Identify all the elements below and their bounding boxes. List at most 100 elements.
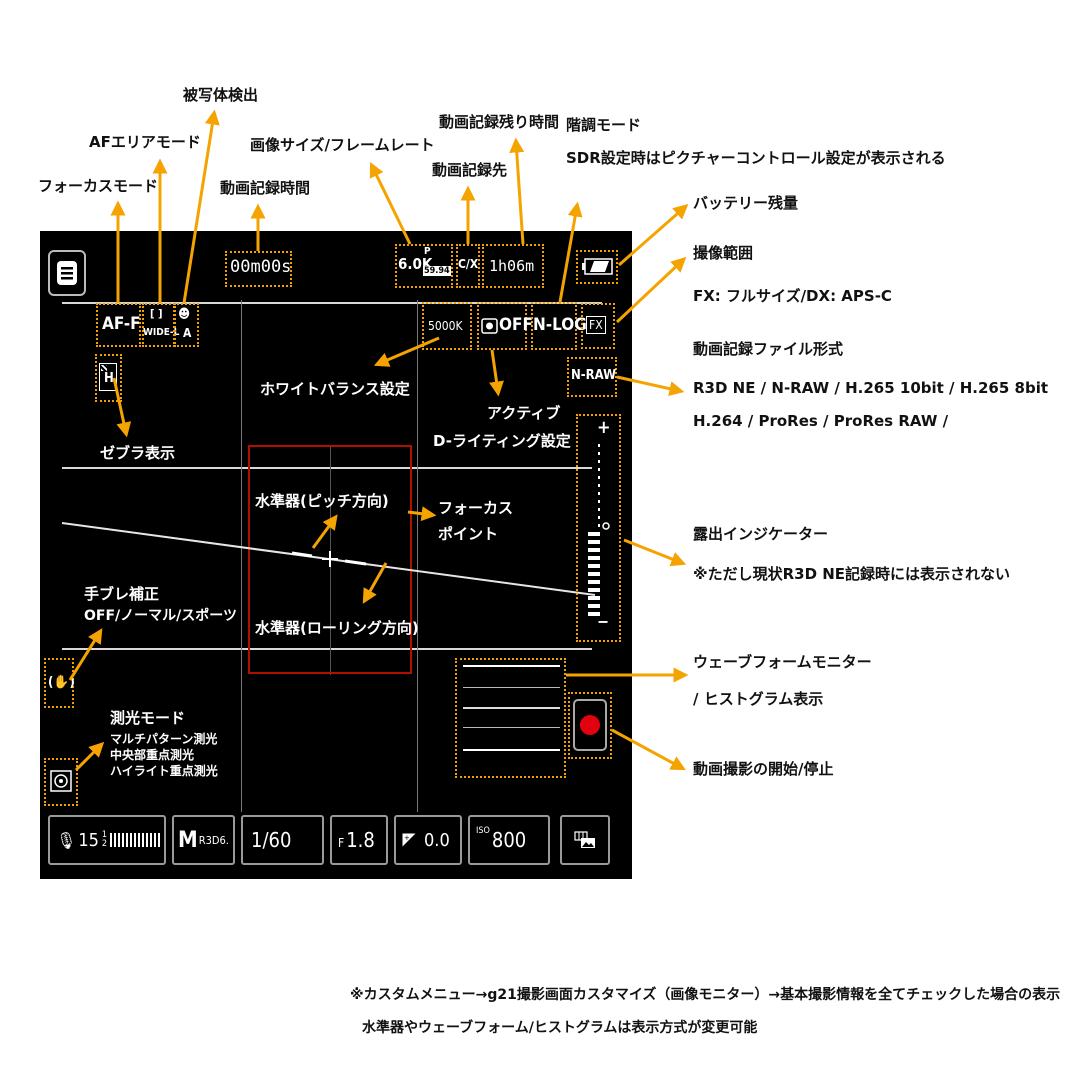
frame-rate-p: P [424,246,431,257]
waveform-box [455,658,566,778]
exposure-tick [588,540,600,544]
label-file-format-title: 動画記録ファイル形式 [693,340,844,358]
mic-fraction-top: 1 [101,830,108,840]
label-waveform-line1: ウェーブフォームモニター [693,653,872,671]
iso-value: 800 [491,828,527,852]
label-waveform-line2: / ヒストグラム表示 [693,690,824,708]
exposure-comp-button[interactable]: + 0.0 [394,815,462,865]
exposure-tick [598,476,600,479]
label-af-area: AFエリアモード [89,133,201,151]
shooting-mode-sub: R3D6. [198,833,229,847]
mic-level-meter [110,833,161,847]
zebra-label: H [104,371,114,386]
label-roll: 水準器(ローリング方向) [255,619,419,637]
metering-icon [50,770,72,792]
level-pitch-mark-right [344,559,367,566]
exposure-indicator-box [576,414,621,642]
exposure-tick [598,500,600,503]
shutter-speed-button[interactable]: 1/60 [241,815,324,865]
label-rec-start-stop: 動画撮影の開始/停止 [693,760,834,778]
ev-icon: + [402,833,416,847]
label-pitch: 水準器(ピッチ方向) [255,492,389,510]
label-file-format-line2: H.264 / ProRes / ProRes RAW / [693,412,949,430]
subject-detect-icon: ☻ [178,307,191,322]
exposure-tick [588,580,600,584]
remaining-time-value: 1h06m [489,257,535,275]
rec-time-value: 00m00s [230,257,292,277]
shooting-mode-button[interactable]: M R3D6. [172,815,235,865]
menu-button[interactable] [48,250,86,296]
active-d-value: OFF [499,315,533,335]
grid-line-right [417,300,418,812]
metering-box [44,758,78,806]
level-pitch-mark-left [291,551,313,558]
label-exposure-note: ※ただし現状R3D NE記録時には表示されない [693,565,1011,583]
label-metering-3: ハイライト重点測光 [110,764,218,778]
frame-rate-value: 59.94 [423,266,451,276]
label-focus-mode: フォーカスモード [38,177,159,195]
label-metering-2: 中央部重点測光 [110,748,195,762]
remaining-time-box [482,244,544,288]
microphone-icon: 🎙 [56,830,77,850]
label-white-balance: ホワイトバランス設定 [260,380,410,398]
record-button[interactable] [573,699,607,751]
subject-detect-box [174,303,199,347]
exposure-zero-marker [602,522,610,530]
svg-text:+: + [404,834,410,842]
display-mode-icon [574,831,595,848]
label-vr-1: 手ブレ補正 [84,585,160,603]
exposure-tick [598,452,600,455]
camera-monitor-screen [40,231,632,879]
display-mode-button[interactable] [560,815,610,865]
image-area-value: FX [586,316,606,334]
card-value: C/X [458,257,479,271]
label-destination: 動画記録先 [432,161,508,179]
file-format-box [567,357,617,397]
active-d-box [477,302,527,350]
iso-button[interactable]: ISO 800 [468,815,550,865]
mic-level-value: 15 [78,829,99,851]
exposure-tick [598,516,600,519]
label-subject-detect: 被写体検出 [183,86,259,104]
focus-mode-box [96,303,141,347]
aperture-value: 1.8 [346,828,375,852]
white-balance-value: 5000K [428,319,463,333]
frame-size-box [395,244,453,288]
af-area-bottom: WIDE-L [143,327,180,338]
label-active-d-2: D-ライティング設定 [433,432,571,450]
shutter-speed-value: 1/60 [251,828,292,852]
tone-mode-value: N-LOG [533,315,587,335]
focus-point-frame[interactable] [248,445,412,674]
label-metering-1: マルチパターン測光 [110,732,218,746]
exposure-plus: + [597,417,611,438]
exposure-minus: − [597,612,610,631]
label-vr-2: OFF/ノーマル/スポーツ [84,608,237,624]
label-metering-title: 測光モード [110,709,186,727]
record-icon [580,715,600,735]
aperture-button[interactable]: F 1.8 [330,815,388,865]
label-file-format-line1: R3D NE / N-RAW / H.265 10bit / H.265 8bi… [693,379,1049,397]
exposure-comp-value: 0.0 [424,829,450,851]
label-image-size: 画像サイズ/フレームレート [250,136,435,154]
exposure-tick [598,508,600,511]
grid-line-left [241,300,242,812]
footnote-line1: ※カスタムメニュー→g21撮影画面カスタマイズ（画像モニター）→基本撮影情報を全… [350,987,1061,1003]
exposure-tick [598,524,600,527]
af-area-top: [ ] [150,307,163,320]
exposure-tick [588,612,600,616]
active-d-icon [481,318,498,334]
card-box [456,244,480,288]
label-exposure-title: 露出インジケーター [693,525,829,543]
mic-level-button[interactable]: 🎙 15 1 2 [48,815,166,865]
label-area-title: 撮像範囲 [693,244,754,262]
exposure-tick [588,604,600,608]
exposure-tick [598,492,600,495]
label-focus-point-1: フォーカス [438,499,514,517]
record-box [568,692,612,759]
exposure-tick [588,572,600,576]
battery-icon [582,258,613,275]
label-tone-mode: 階調モード [566,116,642,134]
waveform-monitor [463,665,560,751]
grid-line-upper [62,467,592,469]
